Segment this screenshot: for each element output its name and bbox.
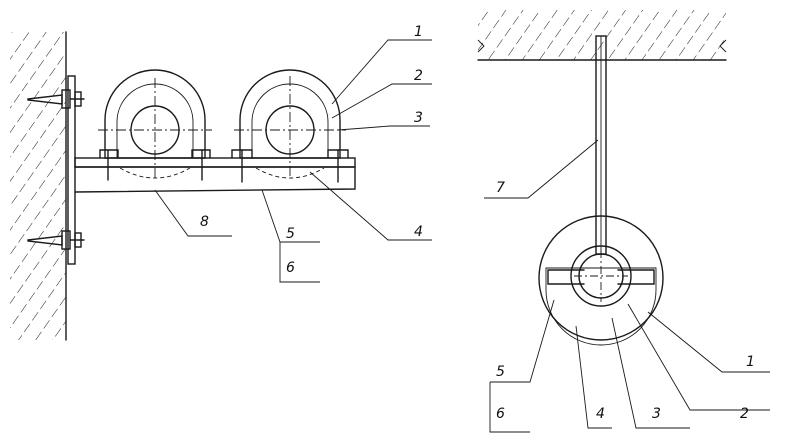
label-3-right: 3 [652, 406, 661, 422]
right-view: 7 1 2 3 4 5 6 [477, 10, 770, 433]
label-4-right: 4 [596, 406, 605, 422]
label-6: 6 [286, 260, 295, 276]
label-5: 5 [286, 226, 295, 242]
label-2: 2 [414, 68, 423, 84]
label-3: 3 [414, 110, 423, 126]
label-2-right: 2 [740, 406, 749, 422]
insulated-pipe-left [98, 69, 212, 181]
label-6-right: 6 [496, 406, 505, 422]
label-7: 7 [496, 180, 505, 196]
label-1: 1 [414, 24, 423, 40]
wall-plate [67, 75, 76, 265]
leader-lines-right [484, 139, 770, 433]
suspended-pipe [538, 215, 664, 346]
label-5-right: 5 [496, 364, 505, 380]
label-1-right: 1 [746, 354, 755, 370]
hanger-rod [595, 35, 607, 255]
leader-lines-left [154, 39, 432, 283]
left-view: 1 2 3 4 5 6 8 [10, 24, 432, 341]
anchor-bolt-top [27, 89, 85, 109]
label-4: 4 [414, 224, 423, 240]
ceiling [478, 10, 726, 60]
anchor-bolt-bottom [27, 230, 85, 250]
cantilever-beam [74, 157, 356, 193]
label-8: 8 [200, 214, 209, 230]
insulated-pipe-right [231, 69, 349, 183]
wall [10, 32, 66, 340]
